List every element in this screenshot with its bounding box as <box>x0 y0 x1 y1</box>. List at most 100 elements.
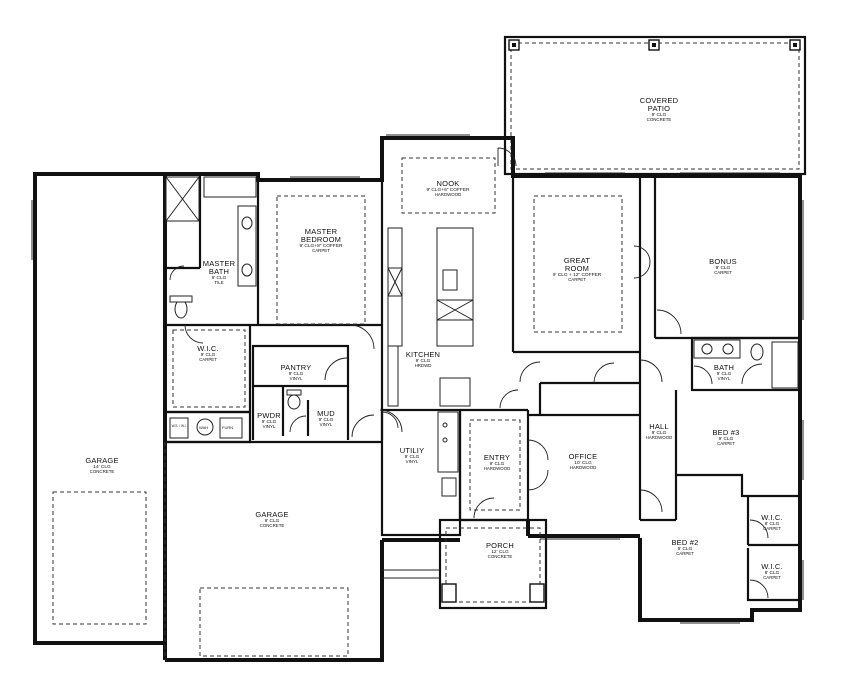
room-name: GREAT ROOM <box>563 256 591 273</box>
room-material: TILE <box>214 279 224 285</box>
room-material: CONCRETE <box>646 116 672 122</box>
porch-structure <box>382 518 548 610</box>
master-bath-fixtures <box>165 176 257 319</box>
room-material: CARPET <box>568 276 586 282</box>
room-name: MASTER BEDROOM <box>300 227 342 244</box>
room-material: VINYL <box>319 421 333 427</box>
room-ceiling: 8' CLG <box>764 570 780 576</box>
room-material: HRDWD <box>414 362 432 368</box>
room-name: W.I.C. <box>761 562 783 571</box>
kitchen-label: KITCHEN 9' CLG HRDWD <box>406 351 440 369</box>
room-name: ENTRY <box>483 453 511 462</box>
pwdr-label: PWDR 9' CLG VINYL <box>257 412 281 430</box>
room-material: CARPET <box>199 356 217 362</box>
room-ceiling: 9' CLG <box>211 275 227 281</box>
ceiling-outlines <box>52 157 623 660</box>
room-material: CONCRETE <box>259 522 285 528</box>
room-ceiling: 9' CLG <box>651 430 667 436</box>
furnace-tag: FURN <box>222 425 234 430</box>
pantry-label: PANTRY 9' CLG VINYL <box>281 364 312 382</box>
room-ceiling: 9' CLG <box>716 371 732 377</box>
room-ceiling: 9' CLG <box>677 546 693 552</box>
room-ceiling: 9' CLG <box>718 436 734 442</box>
room-ceiling: 10' CLG <box>574 460 592 466</box>
room-material: HARDWOOD <box>483 465 511 471</box>
room-ceiling: 9' CLG <box>489 461 505 467</box>
bed2-label: BED #2 9' CLG CARPET <box>671 539 698 557</box>
room-ceiling: 9' CLG <box>264 518 280 524</box>
doors <box>169 147 769 599</box>
master-bedroom-label: MASTER BEDROOM 9' CLG+8" COFFER CARPET <box>299 228 342 253</box>
bonus-label: BONUS 9' CLG CARPET <box>709 258 737 276</box>
room-material: CONCRETE <box>89 468 115 474</box>
exterior-walls <box>33 136 802 662</box>
room-name: GARAGE <box>85 456 119 465</box>
wic-a-label: W.I.C. 8' CLG CARPET <box>761 514 783 532</box>
room-material: CARPET <box>714 269 732 275</box>
room-material: VINYL <box>405 458 419 464</box>
room-material: CARPET <box>763 525 781 531</box>
room-ceiling: 14' CLG <box>93 464 111 470</box>
office-label: OFFICE 10' CLG HARDWOOD <box>569 453 598 471</box>
room-name: COVERED PATIO <box>639 96 679 113</box>
room-name: BED #2 <box>671 538 699 547</box>
water-softener-tag: W.S. / W.I. <box>171 424 187 428</box>
garage-left-label: GARAGE 14' CLG CONCRETE <box>85 457 118 475</box>
room-name: BATH <box>713 363 735 372</box>
utility-fixtures <box>169 411 459 497</box>
wic-b-label: W.I.C. 8' CLG CARPET <box>761 563 783 581</box>
bath-label: BATH 9' CLG VINYL <box>714 364 734 382</box>
room-ceiling: 9' CLG <box>651 112 667 118</box>
porch-label: PORCH 12' CLG CONCRETE <box>486 542 514 560</box>
garage-right-label: GARAGE 9' CLG CONCRETE <box>255 511 288 529</box>
room-name: BED #3 <box>712 428 740 437</box>
room-material: VINYL <box>289 375 303 381</box>
room-name: W.I.C. <box>761 513 783 522</box>
room-material: HARDWOOD <box>434 191 462 197</box>
kitchen-fixtures <box>387 227 474 407</box>
room-name: BONUS <box>709 257 737 266</box>
wic-master-label: W.I.C. 9' CLG CARPET <box>197 345 219 363</box>
room-name: UTILIY <box>399 446 425 455</box>
room-material: CARPET <box>312 247 330 253</box>
room-name: KITCHEN <box>405 350 441 359</box>
room-name: W.I.C. <box>197 344 219 353</box>
hall-label: HALL 9' CLG HARDWOOD <box>646 423 673 441</box>
room-name: PORCH <box>485 541 515 550</box>
room-name: GARAGE <box>255 510 289 519</box>
windows <box>31 134 804 624</box>
room-material: CONCRETE <box>487 553 513 559</box>
room-ceiling: 9' CLG <box>200 352 216 358</box>
room-name: PWDR <box>257 411 281 420</box>
interior-walls <box>163 176 802 602</box>
room-material: CARPET <box>676 550 694 556</box>
room-ceiling: 9' CLG <box>404 454 420 460</box>
room-name: PANTRY <box>280 363 312 372</box>
water-heater-tag: WAH <box>199 425 209 430</box>
room-name: MASTER BATH <box>202 259 236 276</box>
room-ceiling: 9' CLG <box>715 265 731 271</box>
room-ceiling: 9' CLG + 12" COFFER <box>552 272 602 278</box>
bed3-label: BED #3 9' CLG CARPET <box>712 429 739 447</box>
room-material: HARDWOOD <box>569 464 597 470</box>
room-ceiling: 9' CLG <box>415 358 431 364</box>
room-ceiling: 12' CLG <box>491 549 509 555</box>
room-name: OFFICE <box>568 452 598 461</box>
room-ceiling: 9' CLG+6" COFFER <box>426 187 470 193</box>
covered-patio-label: COVERED PATIO 9' CLG CONCRETE <box>640 97 679 122</box>
master-bath-label: MASTER BATH 9' CLG TILE <box>203 260 235 285</box>
bath-fixtures <box>286 339 799 410</box>
room-ceiling: 9' CLG <box>318 417 334 423</box>
room-ceiling: 8' CLG <box>764 521 780 527</box>
room-ceiling: 9' CLG <box>288 371 304 377</box>
utility-label: UTILIY 9' CLG VINYL <box>400 447 425 465</box>
room-ceiling: 9' CLG <box>261 419 277 425</box>
room-name: MUD <box>317 409 335 418</box>
room-material: HARDWOOD <box>645 434 673 440</box>
room-name: NOOK <box>436 179 460 188</box>
nook-label: NOOK 9' CLG+6" COFFER HARDWOOD <box>426 180 469 198</box>
room-name: HALL <box>649 422 669 431</box>
great-room-label: GREAT ROOM 9' CLG + 12" COFFER CARPET <box>553 257 601 282</box>
room-material: VINYL <box>262 423 276 429</box>
